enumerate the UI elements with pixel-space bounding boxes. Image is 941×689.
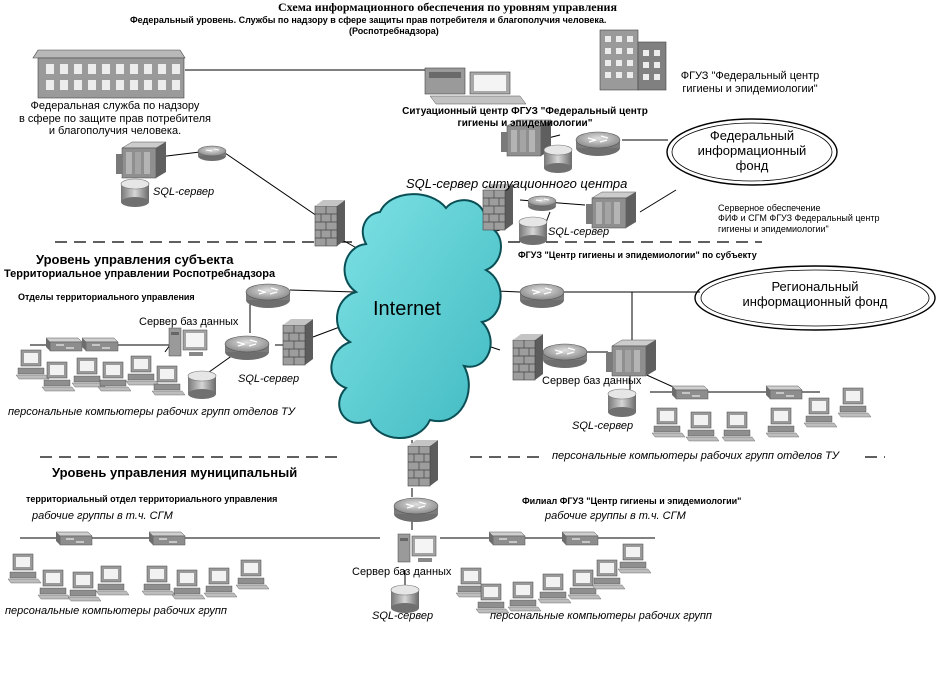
federal-agency-label: Федеральная служба по надзору в сфере по…	[19, 100, 211, 138]
tu-db-icon	[187, 370, 217, 400]
muni-left-pc-4	[95, 565, 130, 596]
muni-left-pc-2	[37, 569, 72, 600]
muni-left-dept-label: территориальный отдел территориального у…	[26, 494, 278, 504]
muni-left-groups-label: рабочие группы в т.ч. СГМ	[32, 510, 173, 522]
tu-departments-label: Отделы территориального управления	[18, 292, 195, 302]
center-router-icon	[519, 283, 565, 309]
internet-label: Internet	[373, 298, 441, 320]
tu-pc-5	[125, 355, 160, 386]
federal-db-icon	[120, 178, 150, 208]
federal-fund-ellipse	[666, 118, 838, 186]
muni-right-pc-4	[537, 573, 572, 604]
muni-left-pc-8	[235, 559, 270, 590]
tu-pc-2	[41, 361, 76, 392]
fc-server-icon	[585, 191, 637, 229]
center-sql-label: SQL-сервер	[572, 420, 634, 432]
situation-center-workstation-icon	[424, 67, 527, 105]
municipal-level-heading: Уровень управления муниципальный	[52, 465, 298, 480]
federal-subtitle: Федеральный уровень. Службы по надзору в…	[130, 15, 607, 25]
server-support-label: Серверное обеспечение ФИФ и СГМ ФГУЗ Фед…	[718, 203, 880, 234]
center-pc-4	[765, 407, 800, 438]
muni-left-switch-1-icon	[55, 531, 93, 546]
regional-fund-ellipse	[694, 265, 936, 331]
center-pc-6	[837, 387, 872, 418]
center-switch-1-icon	[671, 385, 709, 400]
muni-right-pc-3	[507, 581, 542, 612]
center-pcs-label: персональные компьютеры рабочих групп от…	[552, 450, 839, 462]
tu-db-workstation-icon	[168, 327, 208, 357]
muni-right-groups-label: рабочие группы в т.ч. СГМ	[545, 510, 686, 522]
municipal-sql-label: SQL-сервер	[372, 610, 434, 622]
federal-sql-label: SQL-сервер	[153, 186, 215, 198]
tu-router2-icon	[224, 335, 270, 361]
center-router2-icon	[542, 343, 588, 369]
tu-pcs-label: персональные компьютеры рабочих групп от…	[8, 406, 295, 418]
fguz-building-icon	[599, 29, 667, 91]
muni-right-pc-5	[567, 569, 602, 600]
muni-right-switch-1-icon	[488, 531, 526, 546]
muni-right-switch-2-icon	[561, 531, 599, 546]
center-pc-1	[651, 407, 686, 438]
federal-router-icon	[197, 145, 227, 162]
center-firewall-icon	[512, 333, 544, 381]
municipal-db-workstation-icon	[397, 533, 437, 563]
municipal-db-server-label: Сервер баз данных	[352, 566, 452, 578]
center-pc-3	[721, 411, 756, 442]
muni-right-pc-7	[617, 543, 652, 574]
situation-router-icon	[575, 131, 621, 157]
tu-switch-2-icon	[81, 337, 119, 352]
tu-firewall-icon	[282, 318, 314, 366]
federal-server-icon	[115, 141, 167, 179]
muni-left-pc-5	[141, 565, 176, 596]
subject-level-heading: Уровень управления субъекта	[36, 252, 234, 267]
muni-left-pcs-label: персональные компьютеры рабочих групп	[5, 605, 227, 617]
center-pc-5	[803, 397, 838, 428]
municipal-router-icon	[393, 497, 439, 523]
tu-pc-6	[151, 365, 186, 396]
federal-firewall-icon	[314, 199, 346, 247]
fguz-label: ФГУЗ "Федеральный центр гигиены и эпидем…	[680, 70, 820, 95]
tu-pc-1	[15, 349, 50, 380]
muni-right-pc-2	[475, 583, 510, 614]
federal-fund-label: Федеральный информационный фонд	[697, 128, 807, 173]
fc-router-icon	[527, 195, 557, 212]
muni-right-pcs-label: персональные компьютеры рабочих групп	[490, 610, 712, 622]
branch-label: Филиал ФГУЗ "Центр гигиены и эпидемиолог…	[522, 496, 742, 506]
municipal-db-icon	[390, 584, 420, 614]
situation-db-icon	[543, 144, 573, 174]
muni-left-pc-7	[203, 567, 238, 598]
center-server-icon	[605, 339, 657, 377]
muni-left-pc-6	[171, 569, 206, 600]
federal-building-icon	[32, 49, 186, 99]
situation-sql-label: SQL-сервер ситуационного центра	[406, 176, 628, 191]
muni-left-pc-3	[67, 571, 102, 602]
fc-db-icon	[518, 216, 548, 246]
fc-sql-label: SQL-сервер	[548, 226, 610, 238]
muni-left-switch-2-icon	[148, 531, 186, 546]
muni-left-pc-1	[7, 553, 42, 584]
center-switch-2-icon	[765, 385, 803, 400]
subject-level-subheading: Территориальное управлении Роспотребнадз…	[4, 268, 276, 280]
center-db-server-label: Сервер баз данных	[542, 375, 642, 387]
tu-switch-1-icon	[45, 337, 83, 352]
center-label: ФГУЗ "Центр гигиены и эпидемиологии" по …	[518, 250, 757, 260]
situation-center-label: Ситуационный центр ФГУЗ "Федеральный цен…	[402, 106, 648, 129]
regional-fund-label: Региональный информационный фонд	[742, 279, 888, 309]
tu-sql-label: SQL-сервер	[238, 373, 300, 385]
center-pc-2	[685, 411, 720, 442]
tu-db-server-label: Сервер баз данных	[139, 316, 239, 328]
municipal-firewall-icon	[407, 439, 439, 487]
tu-router-icon	[245, 283, 291, 309]
level-separators	[40, 241, 885, 458]
diagram-title: Схема информационного обеспечения по уро…	[278, 0, 617, 14]
center-db-icon	[607, 388, 637, 418]
federal-subtitle-2: (Роспотребнадзора)	[349, 26, 439, 36]
